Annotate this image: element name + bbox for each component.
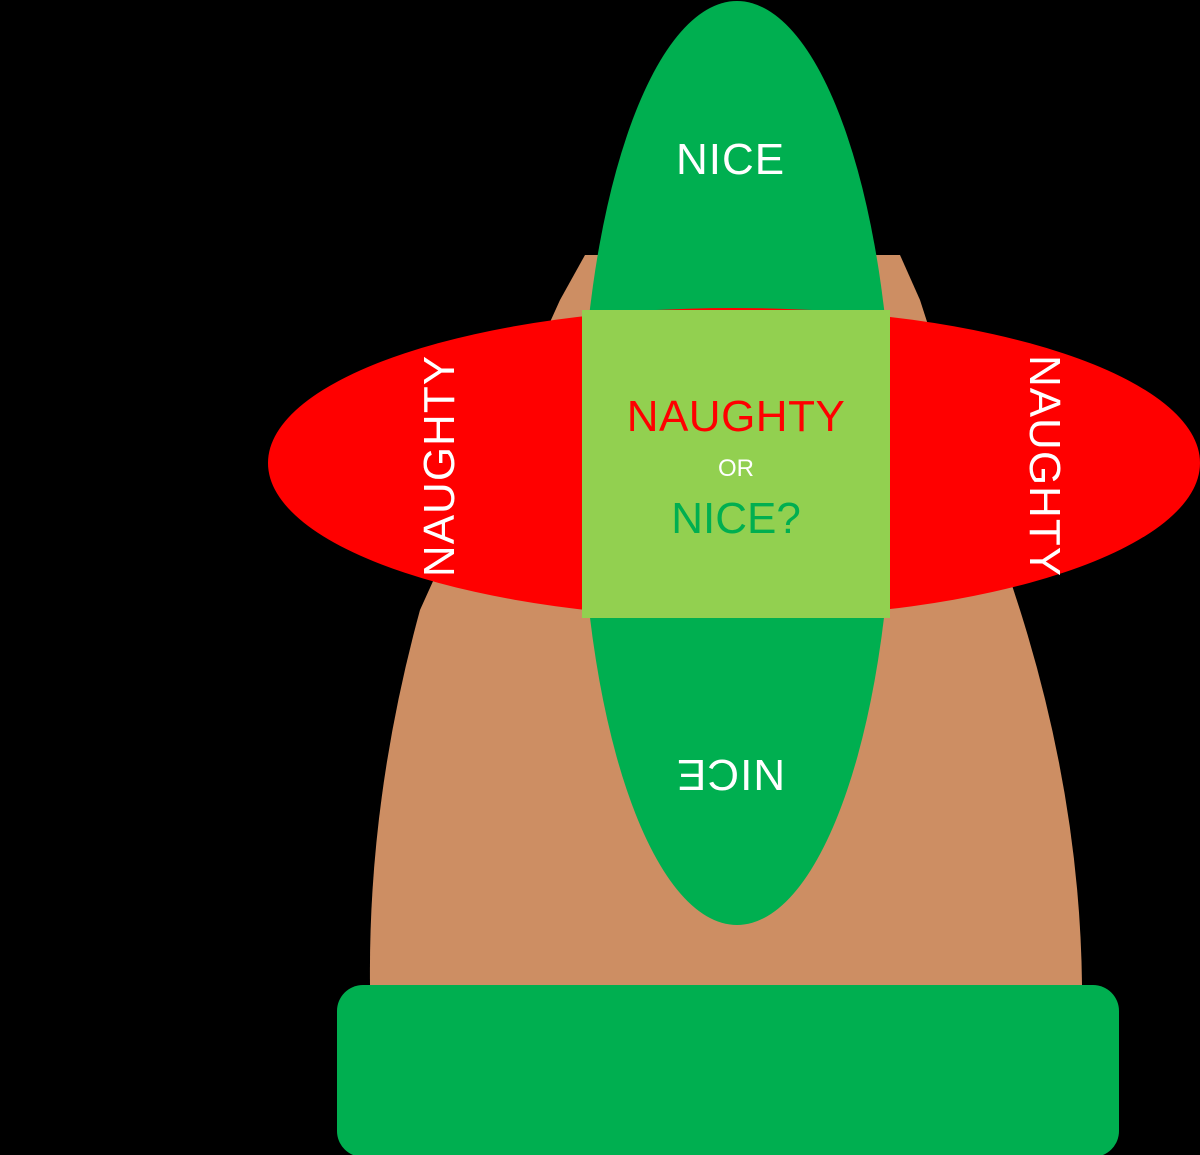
center-nice-text: NICE? — [671, 494, 801, 543]
label-nice-top: NICE — [676, 135, 786, 184]
label-nice-bottom: NICE — [676, 750, 786, 799]
label-naughty-right: NAUGHTY — [1020, 354, 1069, 578]
center-naughty-text: NAUGHTY — [626, 392, 846, 441]
label-naughty-left: NAUGHTY — [415, 354, 464, 578]
center-or-text: OR — [718, 455, 754, 482]
hat-brim — [337, 985, 1119, 1155]
center-question: NAUGHTY OR NICE? — [582, 310, 890, 618]
center-overlap-square — [582, 310, 890, 618]
